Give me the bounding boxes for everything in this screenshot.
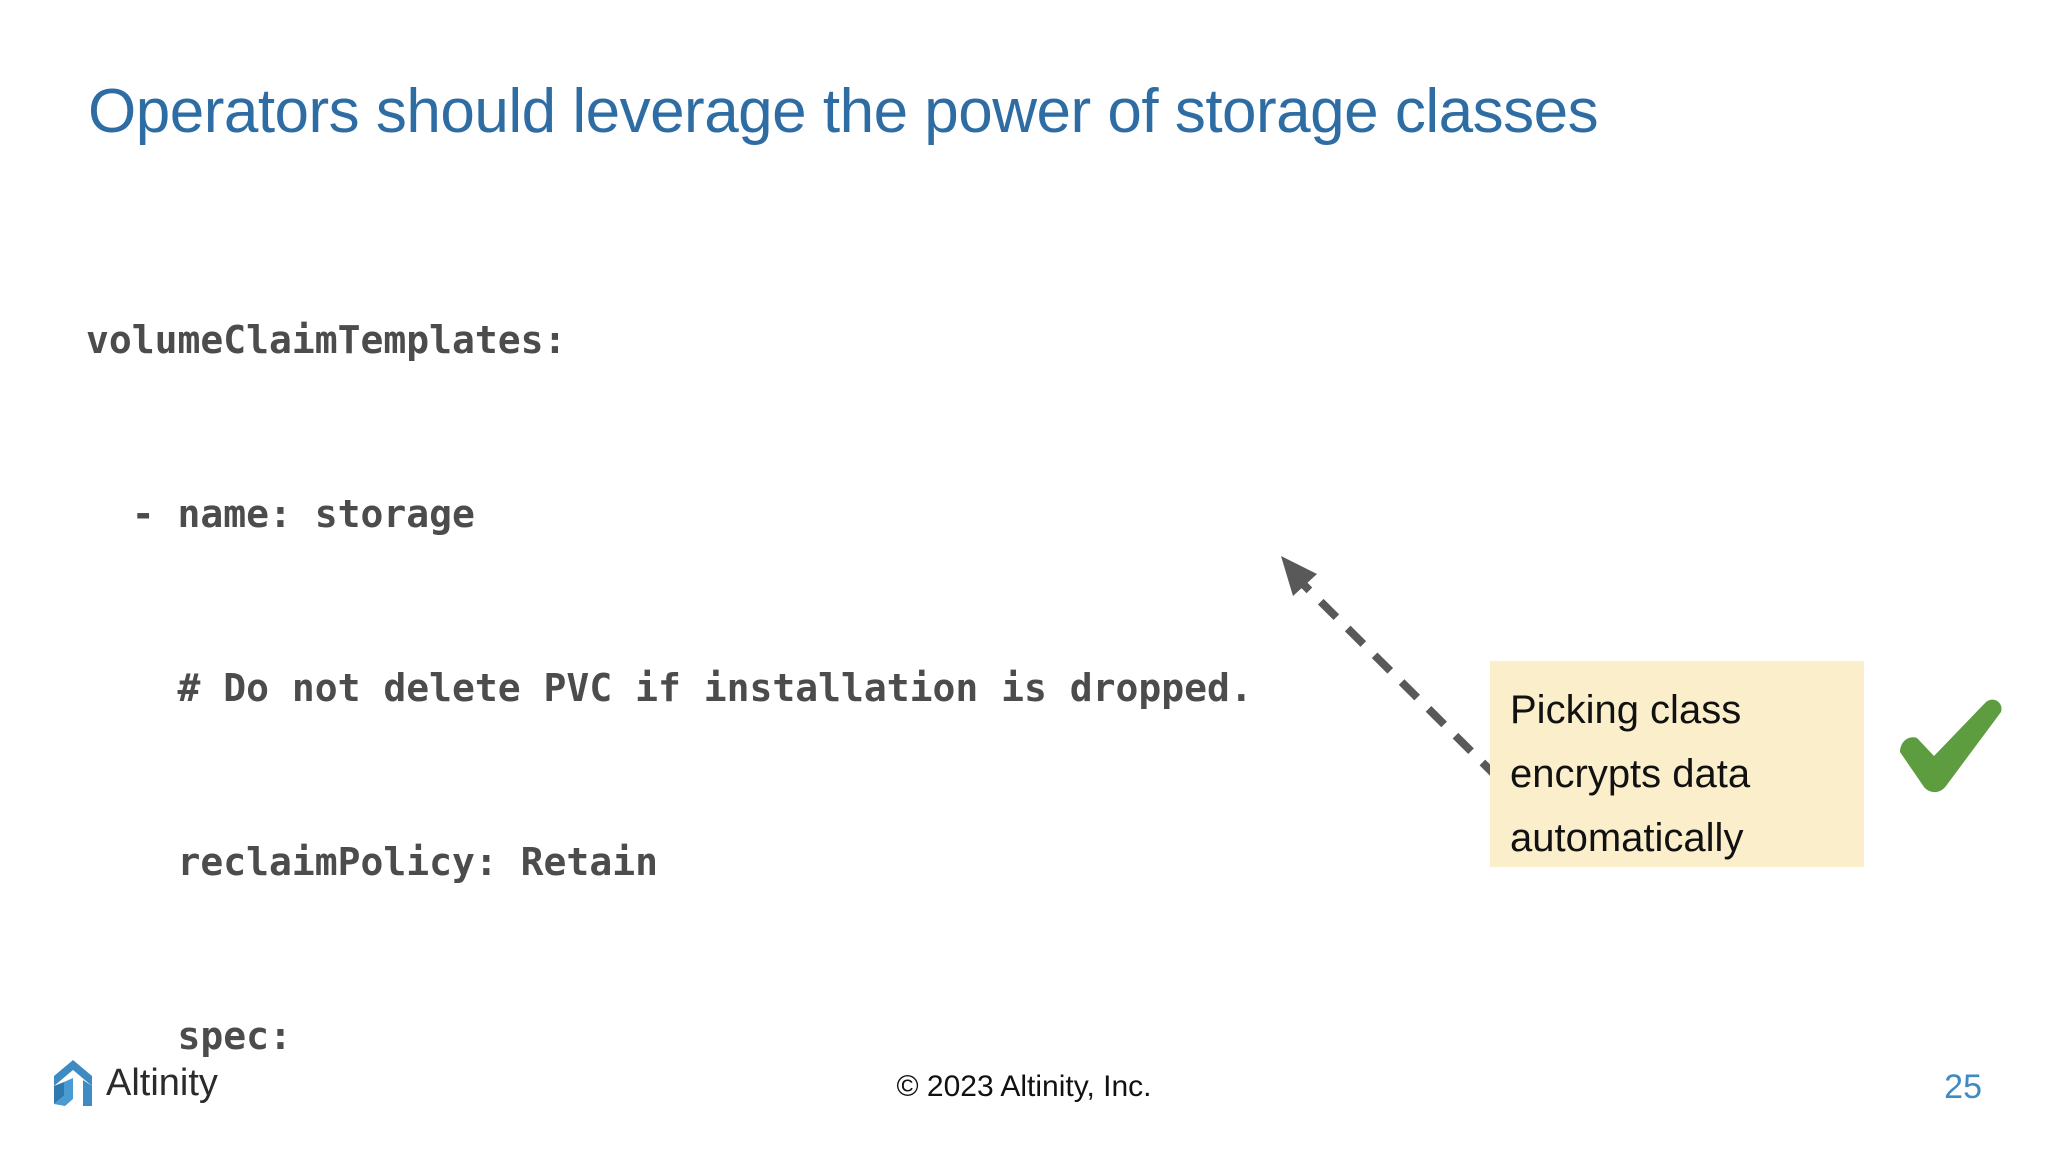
code-text: reclaimPolicy: Retain xyxy=(86,840,658,884)
callout-text: Picking class encrypts data automaticall… xyxy=(1510,688,1751,860)
code-text: volumeClaimTemplates: xyxy=(86,318,567,362)
arrow-head xyxy=(1281,556,1317,596)
copyright-text: © 2023 Altinity, Inc. xyxy=(896,1070,1152,1103)
page-number: 25 xyxy=(1944,1068,1982,1106)
code-text: # Do not delete PVC if installation is d… xyxy=(86,666,1253,710)
page-title: Operators should leverage the power of s… xyxy=(88,77,1599,146)
callout-box: Picking class encrypts data automaticall… xyxy=(1490,661,1864,867)
check-mark-icon xyxy=(1900,699,2002,793)
code-line: spec: xyxy=(86,1007,1253,1065)
code-line: reclaimPolicy: Retain xyxy=(86,833,1253,891)
check-path xyxy=(1900,699,2002,793)
code-text: spec: xyxy=(86,1014,292,1058)
annotation-arrow-icon xyxy=(1281,556,1501,781)
code-line: - name: storage xyxy=(86,485,1253,543)
code-line: volumeClaimTemplates: xyxy=(86,311,1253,369)
altinity-logo-icon xyxy=(54,1060,92,1106)
code-line: # Do not delete PVC if installation is d… xyxy=(86,659,1253,717)
code-block: volumeClaimTemplates: - name: storage # … xyxy=(86,195,1253,1152)
brand-wordmark: Altinity xyxy=(106,1061,218,1104)
code-text: - name: storage xyxy=(86,492,475,536)
brand-logo: Altinity xyxy=(52,1058,218,1108)
arrow-shaft xyxy=(1300,581,1501,781)
